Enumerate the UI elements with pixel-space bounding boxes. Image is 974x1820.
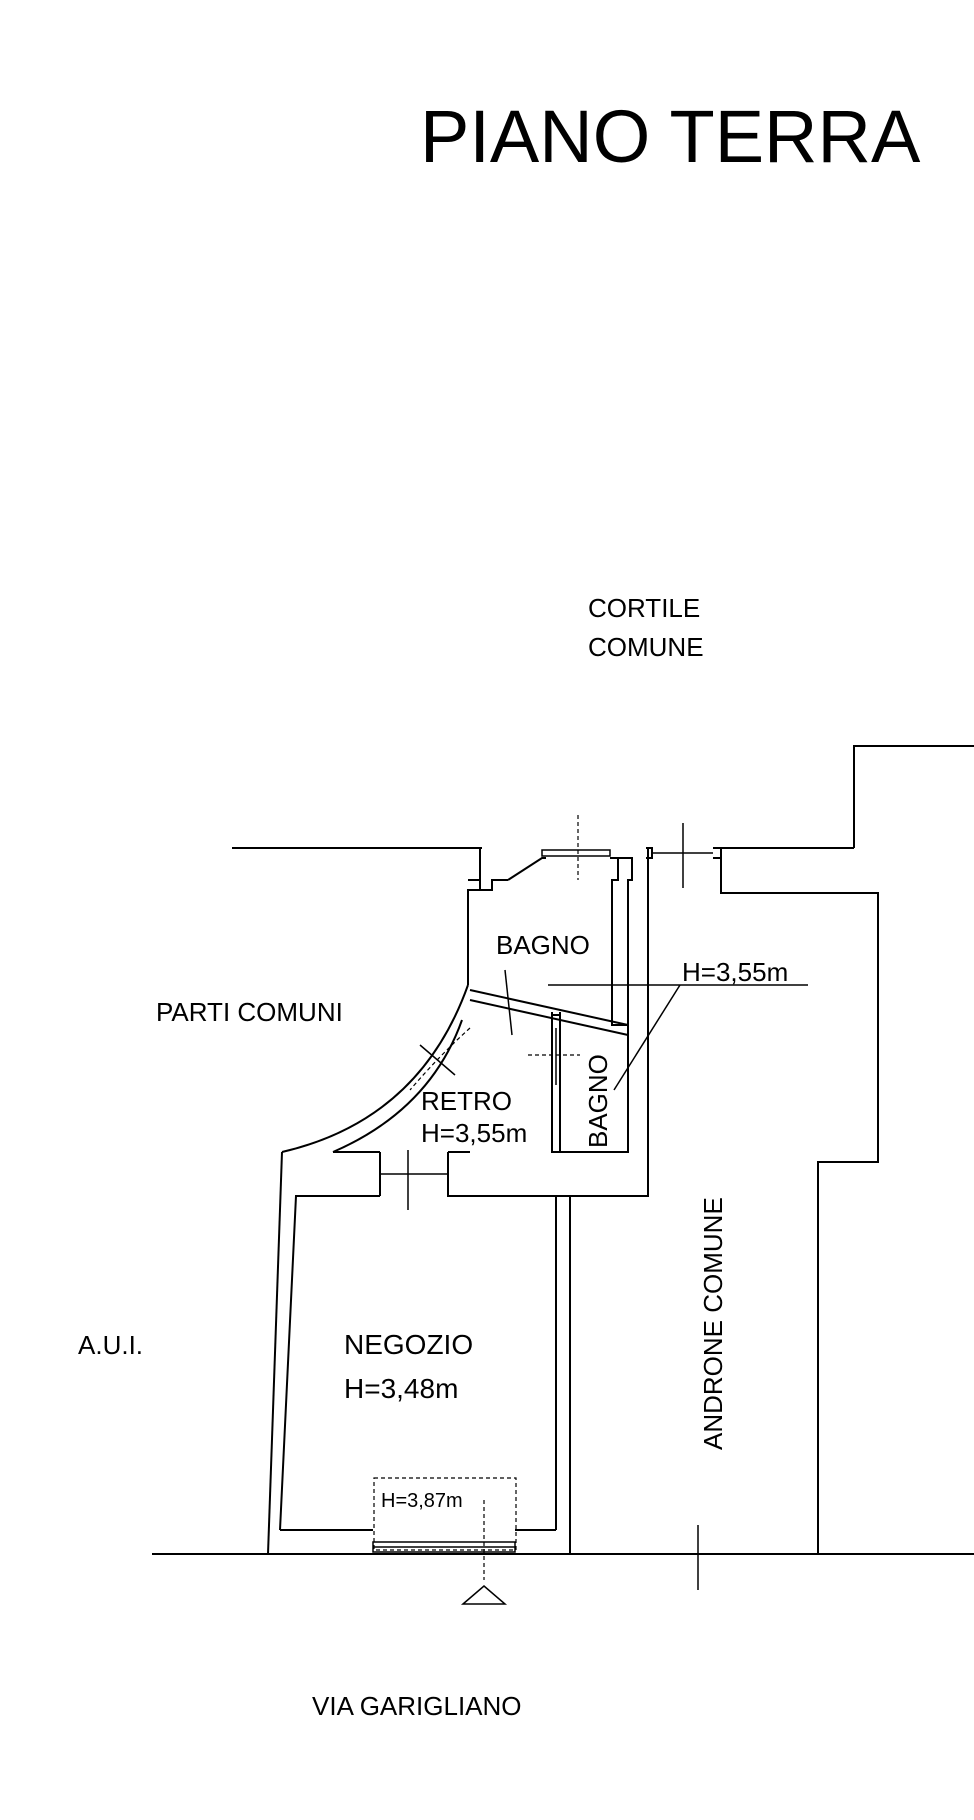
street-line <box>152 1525 974 1590</box>
street-label: VIA GARIGLIANO <box>312 1691 522 1721</box>
aui-label: A.U.I. <box>78 1330 143 1360</box>
common-parts-label: PARTI COMUNI <box>156 997 343 1027</box>
height-leaders <box>548 984 808 1091</box>
shop-height: H=3,48m <box>344 1373 458 1404</box>
back-room-label: RETRO <box>421 1086 512 1116</box>
window-height-label: H=3,87m <box>381 1490 463 1512</box>
bathroom-1-label: BAGNO <box>496 930 590 960</box>
bathroom-1-height: H=3,55m <box>682 957 788 987</box>
bathroom-2-label: BAGNO <box>583 1054 613 1148</box>
hall-label: ANDRONE COMUNE <box>698 1197 728 1450</box>
courtyard-boundary <box>232 745 974 849</box>
plan-title: PIANO TERRA <box>420 95 921 178</box>
courtyard-label-line1: CORTILE <box>588 593 700 623</box>
unit-walls <box>267 848 557 1555</box>
window-height-box <box>373 1477 517 1605</box>
bathroom-walls <box>409 815 633 1153</box>
bathroom-window <box>541 849 611 857</box>
back-room-height: H=3,55m <box>421 1118 527 1148</box>
shop-label: NEGOZIO <box>344 1329 473 1360</box>
hall-walls <box>555 823 879 1554</box>
courtyard-label-line2: COMUNE <box>588 632 704 662</box>
